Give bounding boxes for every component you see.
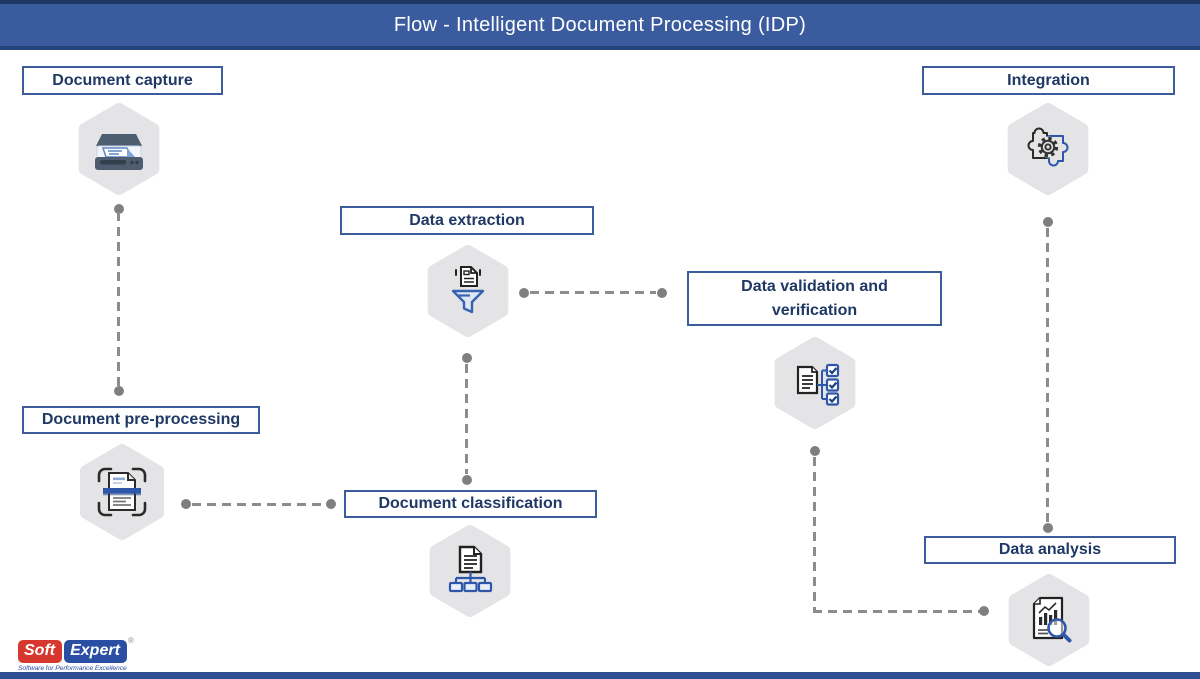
logo-word-expert: Expert — [64, 640, 127, 663]
node-label-text: Data validation and verification — [741, 278, 888, 319]
node-label-text: Data analysis — [998, 541, 1102, 559]
softexpert-logo: Soft Expert ® Software for Performance E… — [18, 636, 138, 672]
header-banner: Flow - Intelligent Document Processing (… — [0, 0, 1200, 50]
document-tree-icon — [448, 545, 493, 593]
node-label-data-analysis: Data analysis — [924, 536, 1176, 564]
document-scan-icon — [97, 467, 147, 517]
node-label-data-validation: Data validation and verification — [687, 271, 942, 326]
hexagon-document-capture — [71, 101, 167, 197]
node-label-data-extraction: Data extraction — [340, 206, 594, 235]
node-label-text: Document pre-processing — [41, 411, 241, 429]
node-label-document-pre-processing: Document pre-processing — [22, 406, 260, 434]
node-label-document-capture: Document capture — [22, 66, 223, 95]
document-checklist-icon — [796, 363, 840, 406]
funnel-document-icon — [451, 266, 485, 314]
node-label-text: Integration — [1007, 71, 1090, 89]
puzzle-gear-icon — [1027, 127, 1069, 167]
hexagon-document-classification — [422, 523, 518, 619]
hexagon-data-extraction — [420, 243, 516, 339]
node-label-integration: Integration — [922, 66, 1175, 95]
hexagon-data-validation — [767, 335, 863, 431]
hexagon-integration — [1000, 101, 1096, 197]
scanner-icon — [95, 134, 143, 170]
hexagon-document-pre-processing — [72, 442, 172, 542]
footer-bar — [0, 672, 1200, 679]
node-label-text: Data extraction — [409, 211, 525, 229]
node-label-text: Document classification — [378, 495, 563, 513]
logo-tagline: Software for Performance Excellence — [18, 664, 127, 672]
document-magnifier-icon — [1032, 596, 1072, 643]
node-label-document-classification: Document classification — [344, 490, 597, 518]
logo-word-soft: Soft — [18, 640, 63, 663]
node-label-text: Document capture — [52, 71, 193, 89]
page-title: Flow - Intelligent Document Processing (… — [393, 13, 807, 36]
registered-trademark-mark: ® — [128, 636, 134, 645]
hexagon-data-analysis — [1001, 572, 1097, 668]
